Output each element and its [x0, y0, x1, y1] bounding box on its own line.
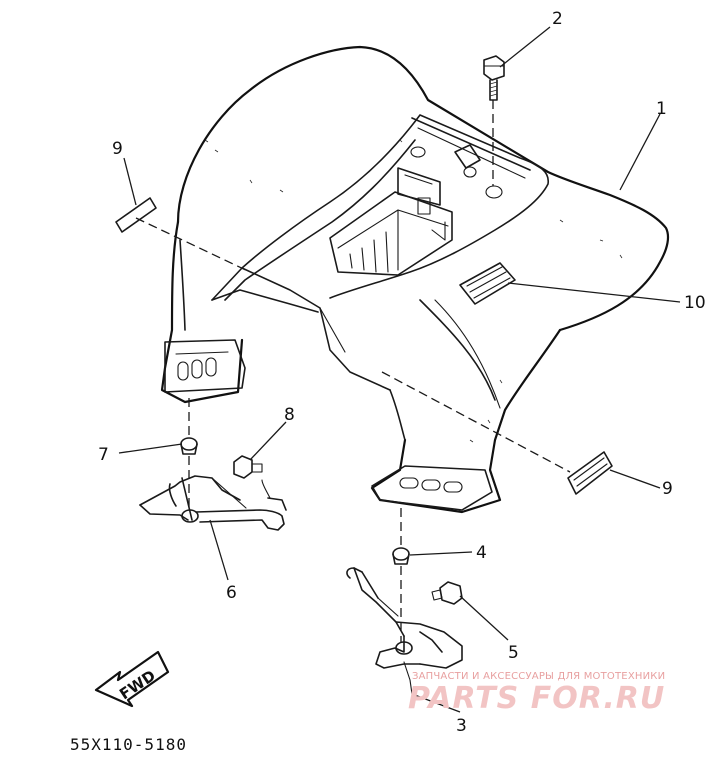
callout-6: 6 [226, 583, 237, 603]
callout-9-left: 9 [112, 139, 123, 159]
footrest-bracket-right [346, 567, 463, 695]
watermark: ЗАПЧАСТИ И АКСЕССУАРЫ ДЛЯ МОТОТЕХНИКИ PA… [408, 671, 665, 716]
callout-3: 3 [456, 716, 467, 736]
leader-lines [118, 26, 681, 713]
callout-8: 8 [284, 405, 295, 425]
assembly-lines [135, 100, 571, 642]
decal-right [567, 451, 613, 495]
callout-2: 2 [552, 9, 563, 29]
fwd-label: FWD [116, 666, 159, 703]
caution-label [459, 262, 516, 305]
callout-10: 10 [684, 293, 706, 313]
footrest-bracket-left [139, 475, 287, 531]
bolt-right [431, 581, 463, 605]
watermark-tagline: ЗАПЧАСТИ И АКСЕССУАРЫ ДЛЯ МОТОТЕХНИКИ [412, 671, 665, 682]
callout-4: 4 [476, 543, 487, 563]
fwd-arrow: FWD [94, 650, 170, 708]
callout-9-right: 9 [662, 479, 673, 499]
callout-1: 1 [656, 99, 667, 119]
bolt-left [233, 455, 263, 479]
rear-fender [160, 45, 670, 514]
callout-7: 7 [98, 445, 109, 465]
callout-numbers: 1 2 3 4 5 6 7 8 9 9 10 [98, 9, 706, 736]
decal-left [115, 197, 157, 233]
bolt-top [483, 55, 505, 101]
grommet-right [392, 547, 410, 565]
watermark-logo: PARTS FOR.RU [408, 681, 665, 716]
callout-5: 5 [508, 643, 519, 663]
grommet-left [180, 437, 198, 455]
drawing-code: 55X110-5180 [70, 735, 187, 754]
